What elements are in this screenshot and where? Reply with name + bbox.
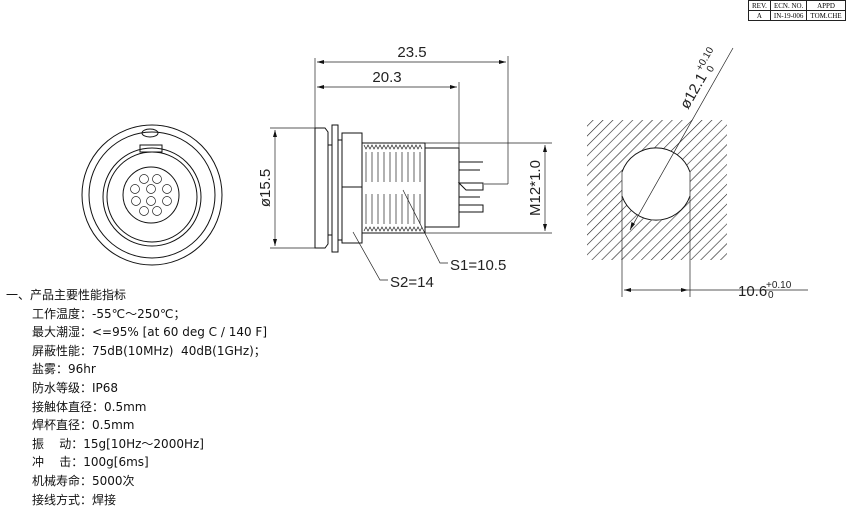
thread-pattern: [363, 144, 423, 232]
front-view: [81, 124, 223, 266]
spec-row: 接触体直径：0.5mm: [32, 399, 147, 414]
cutout-diameter-label: ø12.1: [677, 70, 711, 112]
appd-value: TOM.CHE: [806, 10, 846, 21]
revision-table: REV. ECN. NO. APPD A IN-19-006 TOM.CHE: [748, 0, 846, 21]
flange-diameter-label: ø15.5: [257, 169, 274, 207]
spec-heading: 一、产品主要性能指标: [6, 288, 127, 302]
rev-value: A: [748, 10, 771, 21]
cutout-diameter-tol-lower: 0: [705, 64, 718, 75]
thread-label: M12*1.0: [527, 160, 544, 216]
spec-row: 机械寿命：5000次: [32, 473, 135, 488]
spec-list: 一、产品主要性能指标 工作温度：-55℃～250℃； 最大潮湿：<=95% [a…: [6, 286, 267, 509]
cutout-flat-tol-lower: 0: [768, 290, 774, 301]
contact-pins: [130, 174, 172, 216]
spec-row: 盐雾：96hr: [32, 362, 96, 377]
spec-row: 振 动：15g[10Hz～2000Hz]: [32, 436, 204, 451]
panel-cutout-view: ø12.1 +0.10 0 10.6 +0.10 0: [587, 45, 808, 301]
side-view: 23.5 20.3 ø15.5 M12*1.0 S1=10.5 S2=14: [257, 44, 552, 291]
s1-label: S1=10.5: [450, 257, 506, 274]
spec-row: 最大潮湿：<=95% [at 60 deg C / 140 F]: [32, 325, 268, 340]
spec-row: 防水等级：IP68: [32, 380, 119, 395]
cutout-flat-label: 10.6: [738, 283, 767, 300]
cutout-flat-tol-upper: +0.10: [766, 280, 792, 291]
spec-row: 工作温度：-55℃～250℃；: [32, 306, 186, 321]
spec-row: 焊杯直径：0.5mm: [32, 418, 135, 433]
spec-row: 屏蔽性能：75dB(10MHz) 40dB(1GHz)；: [32, 343, 266, 358]
body-length-label: 20.3: [372, 69, 401, 86]
spec-row: 接线方式：焊接: [32, 492, 117, 507]
s2-label: S2=14: [390, 274, 434, 291]
spec-row: 冲 击：100g[6ms]: [32, 455, 149, 470]
overall-length-label: 23.5: [397, 44, 426, 61]
